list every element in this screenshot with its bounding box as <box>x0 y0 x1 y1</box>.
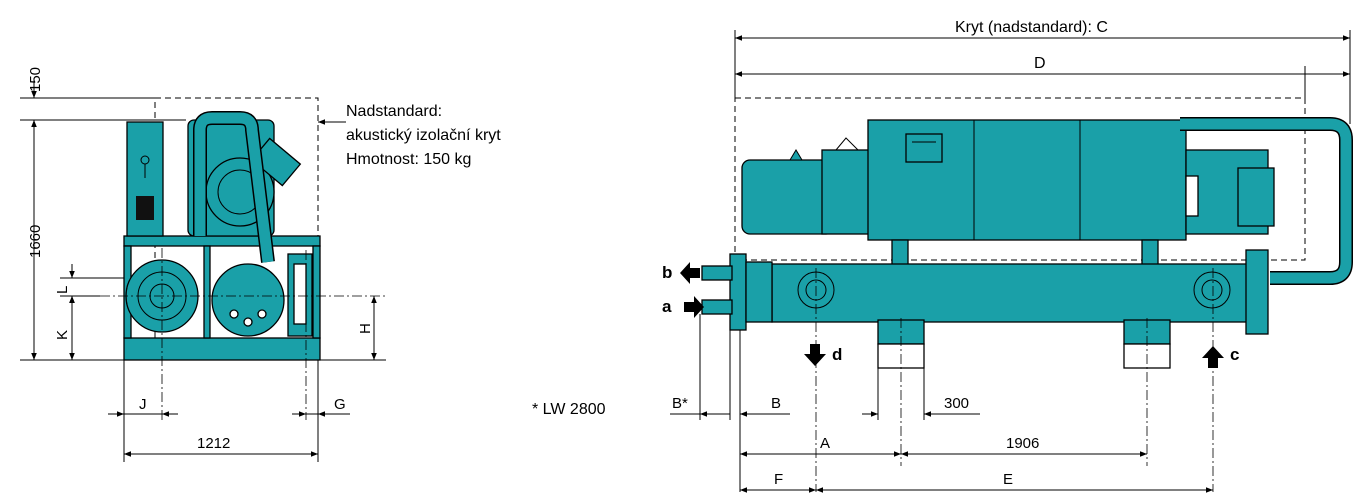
arrow-a-icon <box>684 296 704 318</box>
label-a: a <box>662 297 672 316</box>
dim-300: 300 <box>944 395 969 412</box>
note-line2: akustický izolační kryt <box>346 127 501 144</box>
nozzle-a <box>701 299 733 315</box>
dim-C: Kryt (nadstandard): C <box>955 19 1108 36</box>
cabinet-display <box>136 196 154 220</box>
frame-top-rail <box>123 235 321 247</box>
label-b: b <box>662 263 672 282</box>
dim-K: K <box>54 330 71 340</box>
dim-E: E <box>1003 471 1013 488</box>
dim-150: 150 <box>27 67 44 92</box>
footnote: * LW 2800 <box>532 401 606 418</box>
front-view: b a d c Kryt (nadstandard): C D B* B <box>662 19 1353 493</box>
dim-B-star: B* <box>672 395 688 412</box>
dim-H: H <box>357 323 374 334</box>
label-c: c <box>1230 345 1239 364</box>
note-line3: Hmotnost: 150 kg <box>346 151 471 168</box>
arrow-d-icon <box>804 344 826 366</box>
right-flange <box>1237 167 1275 227</box>
dim-G: G <box>334 396 346 413</box>
motor-front <box>741 159 835 235</box>
nameplate <box>905 133 943 163</box>
dim-L: L <box>54 286 71 294</box>
head-right <box>1245 249 1269 335</box>
condenser-end <box>211 263 285 337</box>
side-view: 150 1660 L K H J G 1212 Nadstandard: aku… <box>20 67 501 462</box>
frame-post-mid <box>203 245 211 339</box>
dim-A: A <box>820 435 830 452</box>
head-left-inner <box>745 261 773 323</box>
dim-J: J <box>139 396 147 413</box>
dim-D: D <box>1034 55 1046 72</box>
label-d: d <box>832 345 842 364</box>
dim-1660: 1660 <box>27 225 44 258</box>
dim-F: F <box>774 471 783 488</box>
base-frame <box>123 337 321 361</box>
dim-1906: 1906 <box>1006 435 1039 452</box>
arrow-b-icon <box>680 262 700 284</box>
coupling <box>821 149 871 235</box>
cover-outline-side <box>154 97 319 361</box>
note-line1: Nadstandard: <box>346 103 442 120</box>
frame-post-right <box>312 245 321 339</box>
nozzle-b <box>701 265 733 281</box>
dim-1212: 1212 <box>197 435 230 452</box>
shell-tube-heat-exchanger <box>771 263 1251 323</box>
dim-B: B <box>771 395 781 412</box>
cover-outline-front <box>734 97 1306 261</box>
arrow-c-icon <box>1202 346 1224 368</box>
